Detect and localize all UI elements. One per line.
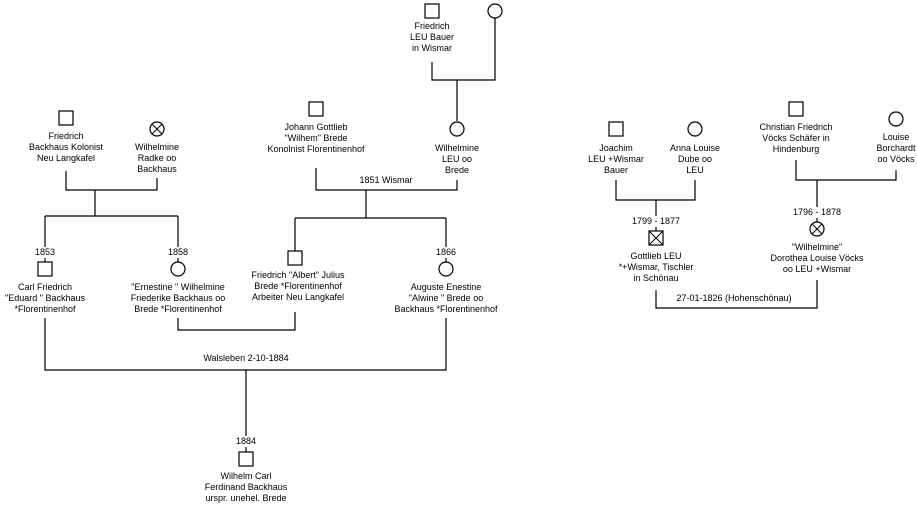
male-symbol xyxy=(287,250,303,266)
birth-year: 1866 xyxy=(434,247,458,258)
line-hohenschoenau xyxy=(655,280,818,309)
line-ernestine-albert xyxy=(177,312,296,331)
birth-year: 1858 xyxy=(166,247,190,258)
line-voecks-couple xyxy=(795,160,897,181)
person-label-carl-friedrich-eduard: Carl Friedrich"Eduard " Backhaus*Florent… xyxy=(5,282,85,314)
male-symbol xyxy=(608,121,624,137)
female-symbol xyxy=(449,121,465,137)
line-leu-top-couple xyxy=(431,18,496,81)
line-joachim-anna xyxy=(615,180,696,201)
marriage-label-hohenschoenau: 27-01-1826 (Hohenschönau) xyxy=(675,293,793,304)
birth-year: 1884 xyxy=(234,436,258,447)
female-symbol xyxy=(687,121,703,137)
female-symbol xyxy=(487,3,503,19)
marriage-label-walsleben: Walsleben 2-10-1884 xyxy=(202,353,290,364)
female-symbol xyxy=(170,261,186,277)
marriage-label-brede-wismar: 1851 Wismar xyxy=(358,175,414,186)
male-symbol xyxy=(308,101,324,117)
line-brede-couple xyxy=(315,168,458,191)
male-symbol xyxy=(424,3,440,19)
male-symbol xyxy=(238,451,254,467)
male-symbol xyxy=(37,261,53,277)
female-symbol xyxy=(438,261,454,277)
line-backhaus-couple xyxy=(65,171,158,191)
life-span: 1799 - 1877 xyxy=(630,216,682,227)
life-span: 1796 - 1878 xyxy=(791,207,843,218)
birth-year: 1853 xyxy=(33,247,57,258)
male-symbol xyxy=(788,101,804,117)
male-symbol xyxy=(58,110,74,126)
female-symbol xyxy=(888,111,904,127)
